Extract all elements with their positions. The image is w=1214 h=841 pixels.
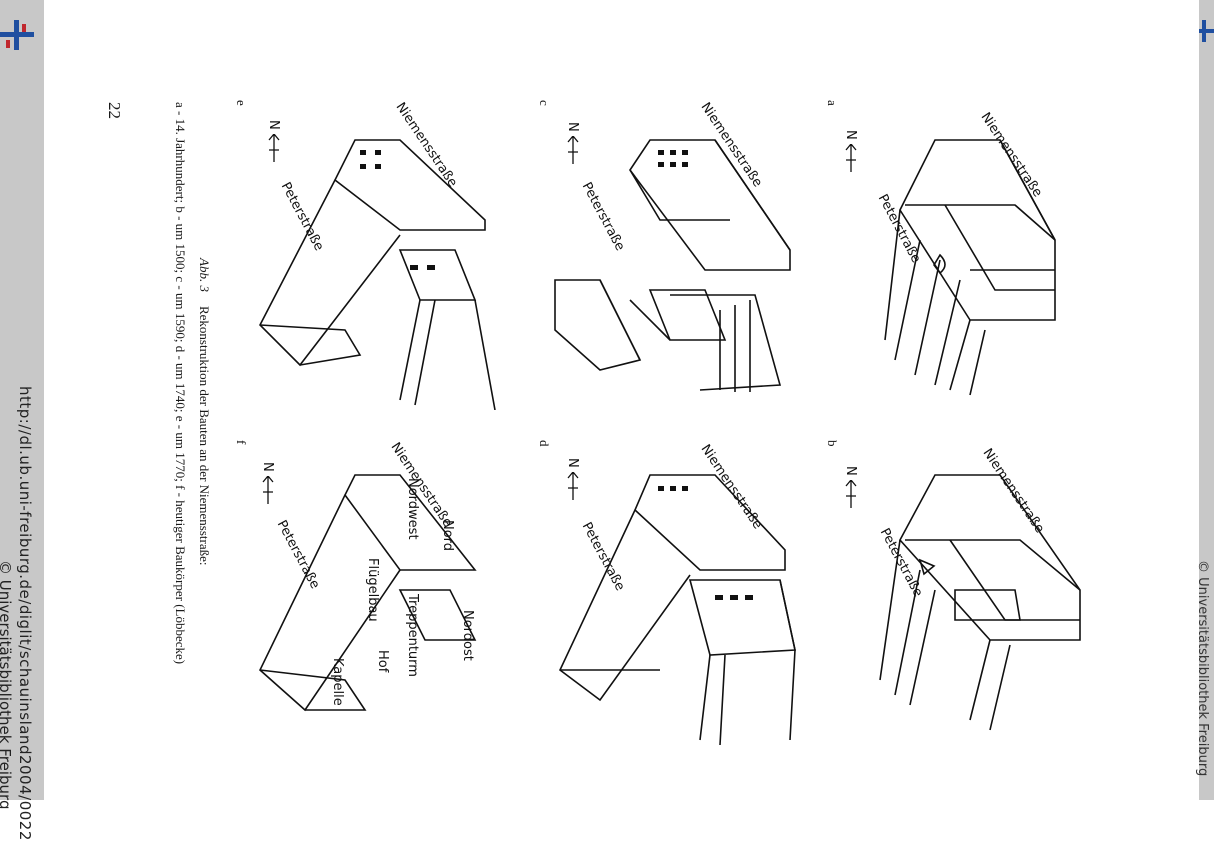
panel-f-label-nord: Nord bbox=[440, 520, 455, 552]
panel-c: c N Niemensstraße Peterstraße bbox=[537, 100, 810, 400]
panel-a-north-arrow-icon bbox=[845, 144, 857, 172]
panel-b-north-arrow-icon bbox=[845, 480, 857, 508]
panel-f-label-nordwest: Nordwest bbox=[405, 478, 420, 540]
panel-f: f N Niemensstraße Peterstraße Nord Nordw… bbox=[234, 440, 505, 740]
panel-d-north: N bbox=[565, 458, 580, 468]
copyright-left: © Universitätsbibliothek Freiburg bbox=[0, 560, 14, 810]
panel-d: d N Niemensstraße Peterstraße bbox=[537, 440, 810, 750]
panel-e-north: N bbox=[266, 120, 281, 130]
left-sidebar bbox=[0, 0, 44, 800]
panel-f-letter: f bbox=[234, 440, 249, 445]
panel-f-north: N bbox=[260, 462, 275, 472]
panel-c-drawing bbox=[554, 139, 791, 392]
panel-c-north: N bbox=[565, 122, 580, 132]
panel-f-label-hof: Hof bbox=[375, 650, 390, 673]
library-logo-icon bbox=[0, 20, 34, 50]
panel-a-north: N bbox=[843, 130, 858, 140]
panel-e-north-arrow-icon bbox=[268, 134, 280, 162]
panel-c-north-arrow-icon bbox=[567, 136, 579, 164]
panel-b-drawing bbox=[879, 474, 1081, 731]
document-url[interactable]: http://dl.ub.uni-freiburg.de/diglit/scha… bbox=[16, 386, 34, 841]
panel-c-letter: c bbox=[537, 100, 552, 106]
panel-f-label-fluegelbau: Flügelbau bbox=[365, 558, 380, 622]
panel-d-letter: d bbox=[537, 440, 552, 447]
caption-label: Abb. 3 bbox=[197, 258, 212, 292]
page-number: 22 bbox=[105, 102, 124, 119]
panel-b-north: N bbox=[843, 466, 858, 476]
panel-d-drawing bbox=[558, 474, 796, 746]
panel-e-letter: e bbox=[234, 100, 249, 106]
caption-title: Rekonstruktion der Bauten an der Niemens… bbox=[197, 305, 212, 566]
panel-e: e N Niemensstraße Peterstraße bbox=[234, 100, 505, 410]
panel-e-drawing bbox=[259, 139, 496, 410]
library-logo-right-icon bbox=[1199, 20, 1214, 42]
panel-a: a N Niemensstraße Peterstraße bbox=[825, 100, 1100, 400]
panel-f-label-kapelle: Kapelle bbox=[330, 658, 345, 706]
right-sidebar bbox=[1199, 0, 1214, 800]
panel-f-label-treppenturm: Treppenturm bbox=[405, 594, 420, 677]
panel-a-drawing bbox=[884, 139, 1056, 396]
panel-d-north-arrow-icon bbox=[567, 472, 579, 500]
figure-caption-legend: a - 14. Jahrhundert; b - um 1500; c - um… bbox=[173, 102, 188, 665]
figure-caption-title: Abb. 3 Rekonstruktion der Bauten an der N… bbox=[196, 258, 212, 566]
panel-f-drawing bbox=[259, 474, 477, 712]
panel-b: b N Niemensstraße Peterstraße bbox=[825, 440, 1100, 740]
panel-b-letter: b bbox=[825, 440, 840, 447]
panel-a-letter: a bbox=[825, 100, 840, 106]
copyright-right: © Universitätsbibliothek Freiburg bbox=[1195, 560, 1210, 777]
panel-f-label-nordost: Nordost bbox=[460, 610, 475, 661]
panel-f-north-arrow-icon bbox=[262, 476, 274, 504]
